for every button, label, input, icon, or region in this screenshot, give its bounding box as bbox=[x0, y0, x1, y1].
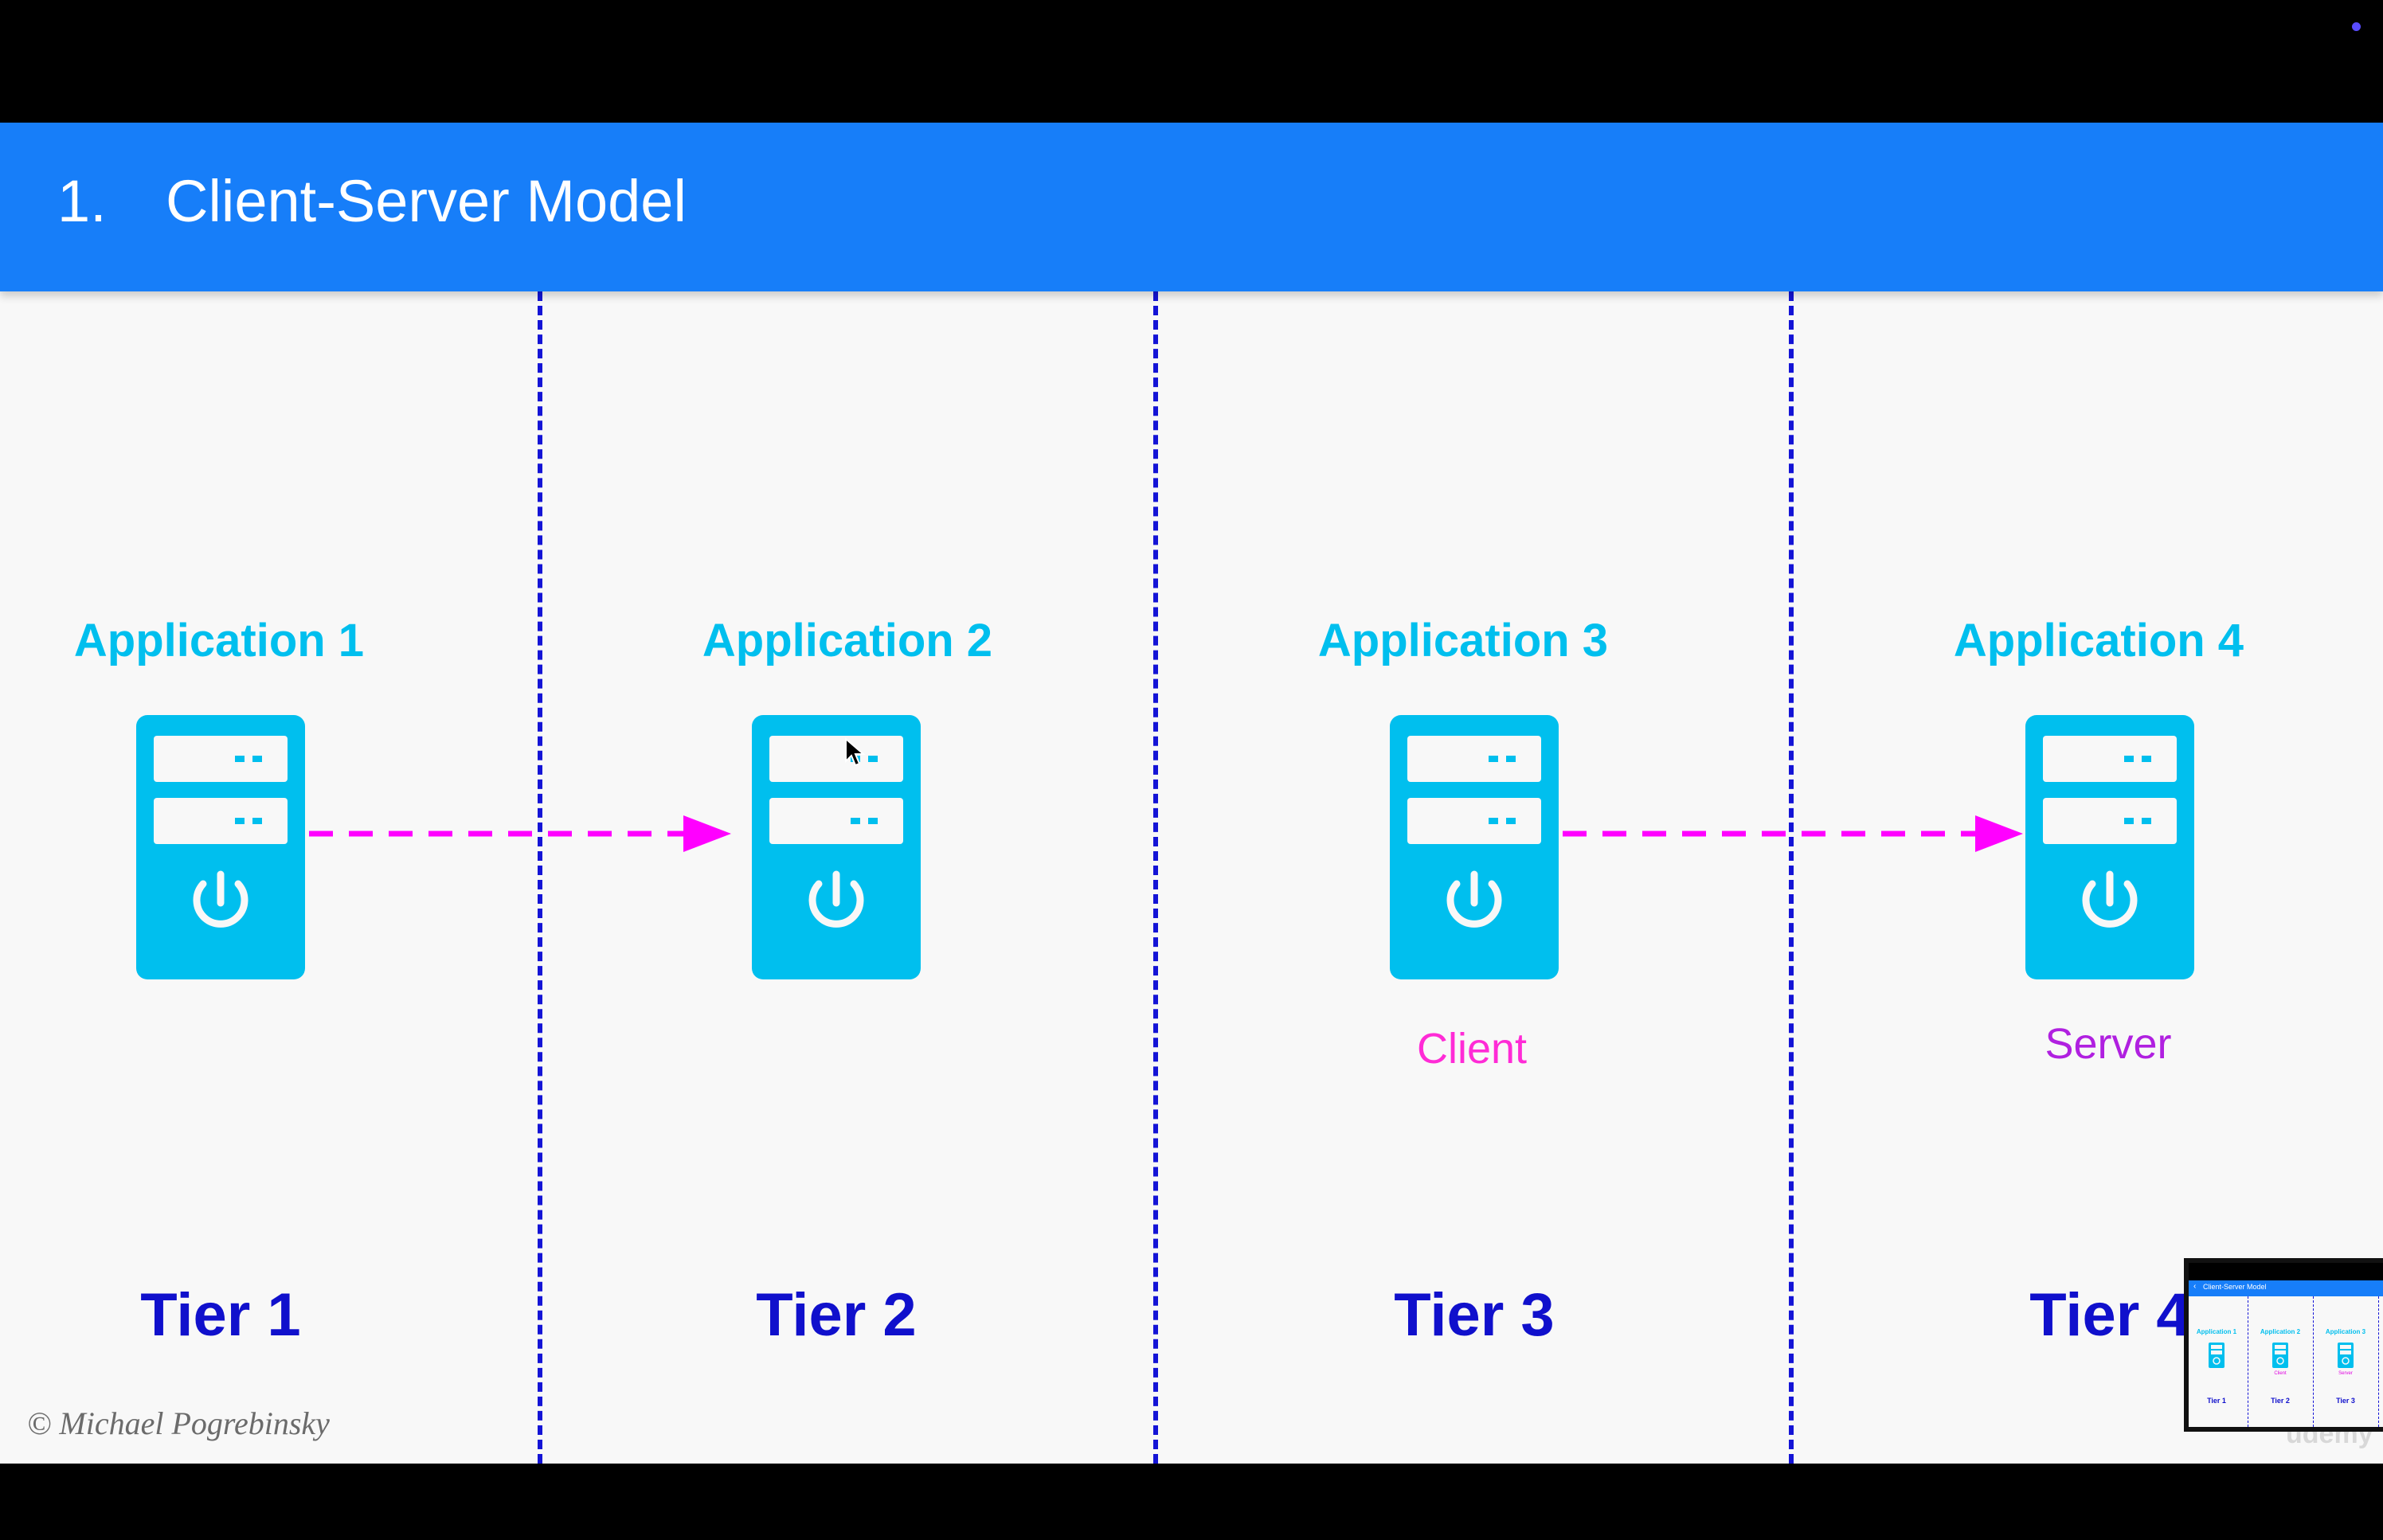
tier-3-label: Tier 3 bbox=[1394, 1281, 1555, 1349]
application-2-label: Application 2 bbox=[702, 615, 993, 666]
thumbnail-app-label: Application 1 bbox=[2196, 1328, 2237, 1335]
thumbnail-tier-label: Tier 3 bbox=[2336, 1397, 2355, 1405]
thumbnail-title: Client-Server Model bbox=[2203, 1283, 2267, 1291]
thumbnail-tier-label: Tier 1 bbox=[2207, 1397, 2226, 1405]
server-icon bbox=[2025, 715, 2194, 979]
server-icon bbox=[1390, 715, 1559, 979]
tier-divider-2 bbox=[1153, 291, 1158, 1464]
server-icon bbox=[752, 715, 921, 979]
thumbnail-app-label: Application 3 bbox=[2325, 1328, 2366, 1335]
copyright-text: © Michael Pogrebinsky bbox=[27, 1405, 330, 1441]
server-icon bbox=[2338, 1343, 2354, 1368]
server-icon bbox=[2272, 1343, 2288, 1368]
server-label: Server bbox=[2045, 1020, 2172, 1068]
application-3-label: Application 3 bbox=[1317, 615, 1609, 666]
status-dot bbox=[2352, 22, 2361, 31]
client-label: Client bbox=[1416, 1025, 1528, 1073]
tier-divider-3 bbox=[1789, 291, 1794, 1464]
slide-header: 1. Client-Server Model bbox=[0, 123, 2383, 291]
thumbnail-app-label: Application 2 bbox=[2260, 1328, 2301, 1335]
slide-thumbnail[interactable]: ‹ Client-Server Model Application 1 Appl… bbox=[2184, 1258, 2383, 1432]
slide-title: Client-Server Model bbox=[166, 168, 687, 234]
thumbnail-tier-label: Tier 2 bbox=[2271, 1397, 2290, 1405]
application-4-label: Application 4 bbox=[1953, 615, 2244, 666]
arrowhead-icon bbox=[683, 815, 731, 852]
thumbnail-topbar bbox=[2189, 1263, 2383, 1280]
thumbnail-role-label: Client bbox=[2274, 1371, 2287, 1376]
tier-1-label: Tier 1 bbox=[140, 1281, 301, 1349]
slide: 1. Client-Server Model Application 1 App… bbox=[0, 123, 2383, 1464]
server-icon bbox=[136, 715, 305, 979]
thumbnail-header: ‹ Client-Server Model bbox=[2189, 1280, 2383, 1296]
server-icon bbox=[2209, 1343, 2225, 1368]
thumbnail-divider bbox=[2313, 1296, 2314, 1427]
thumbnail-divider bbox=[2378, 1296, 2379, 1427]
back-arrow-icon: ‹ bbox=[2193, 1282, 2197, 1291]
application-1-label: Application 1 bbox=[73, 615, 365, 666]
slide-number: 1. bbox=[57, 168, 107, 234]
arrowhead-icon bbox=[1975, 815, 2023, 852]
mouse-cursor-icon bbox=[845, 737, 866, 767]
tier-divider-1 bbox=[538, 291, 542, 1464]
tier-4-label: Tier 4 bbox=[2029, 1281, 2190, 1349]
thumbnail-role-label: Server bbox=[2338, 1371, 2353, 1376]
tier-2-label: Tier 2 bbox=[756, 1281, 917, 1349]
